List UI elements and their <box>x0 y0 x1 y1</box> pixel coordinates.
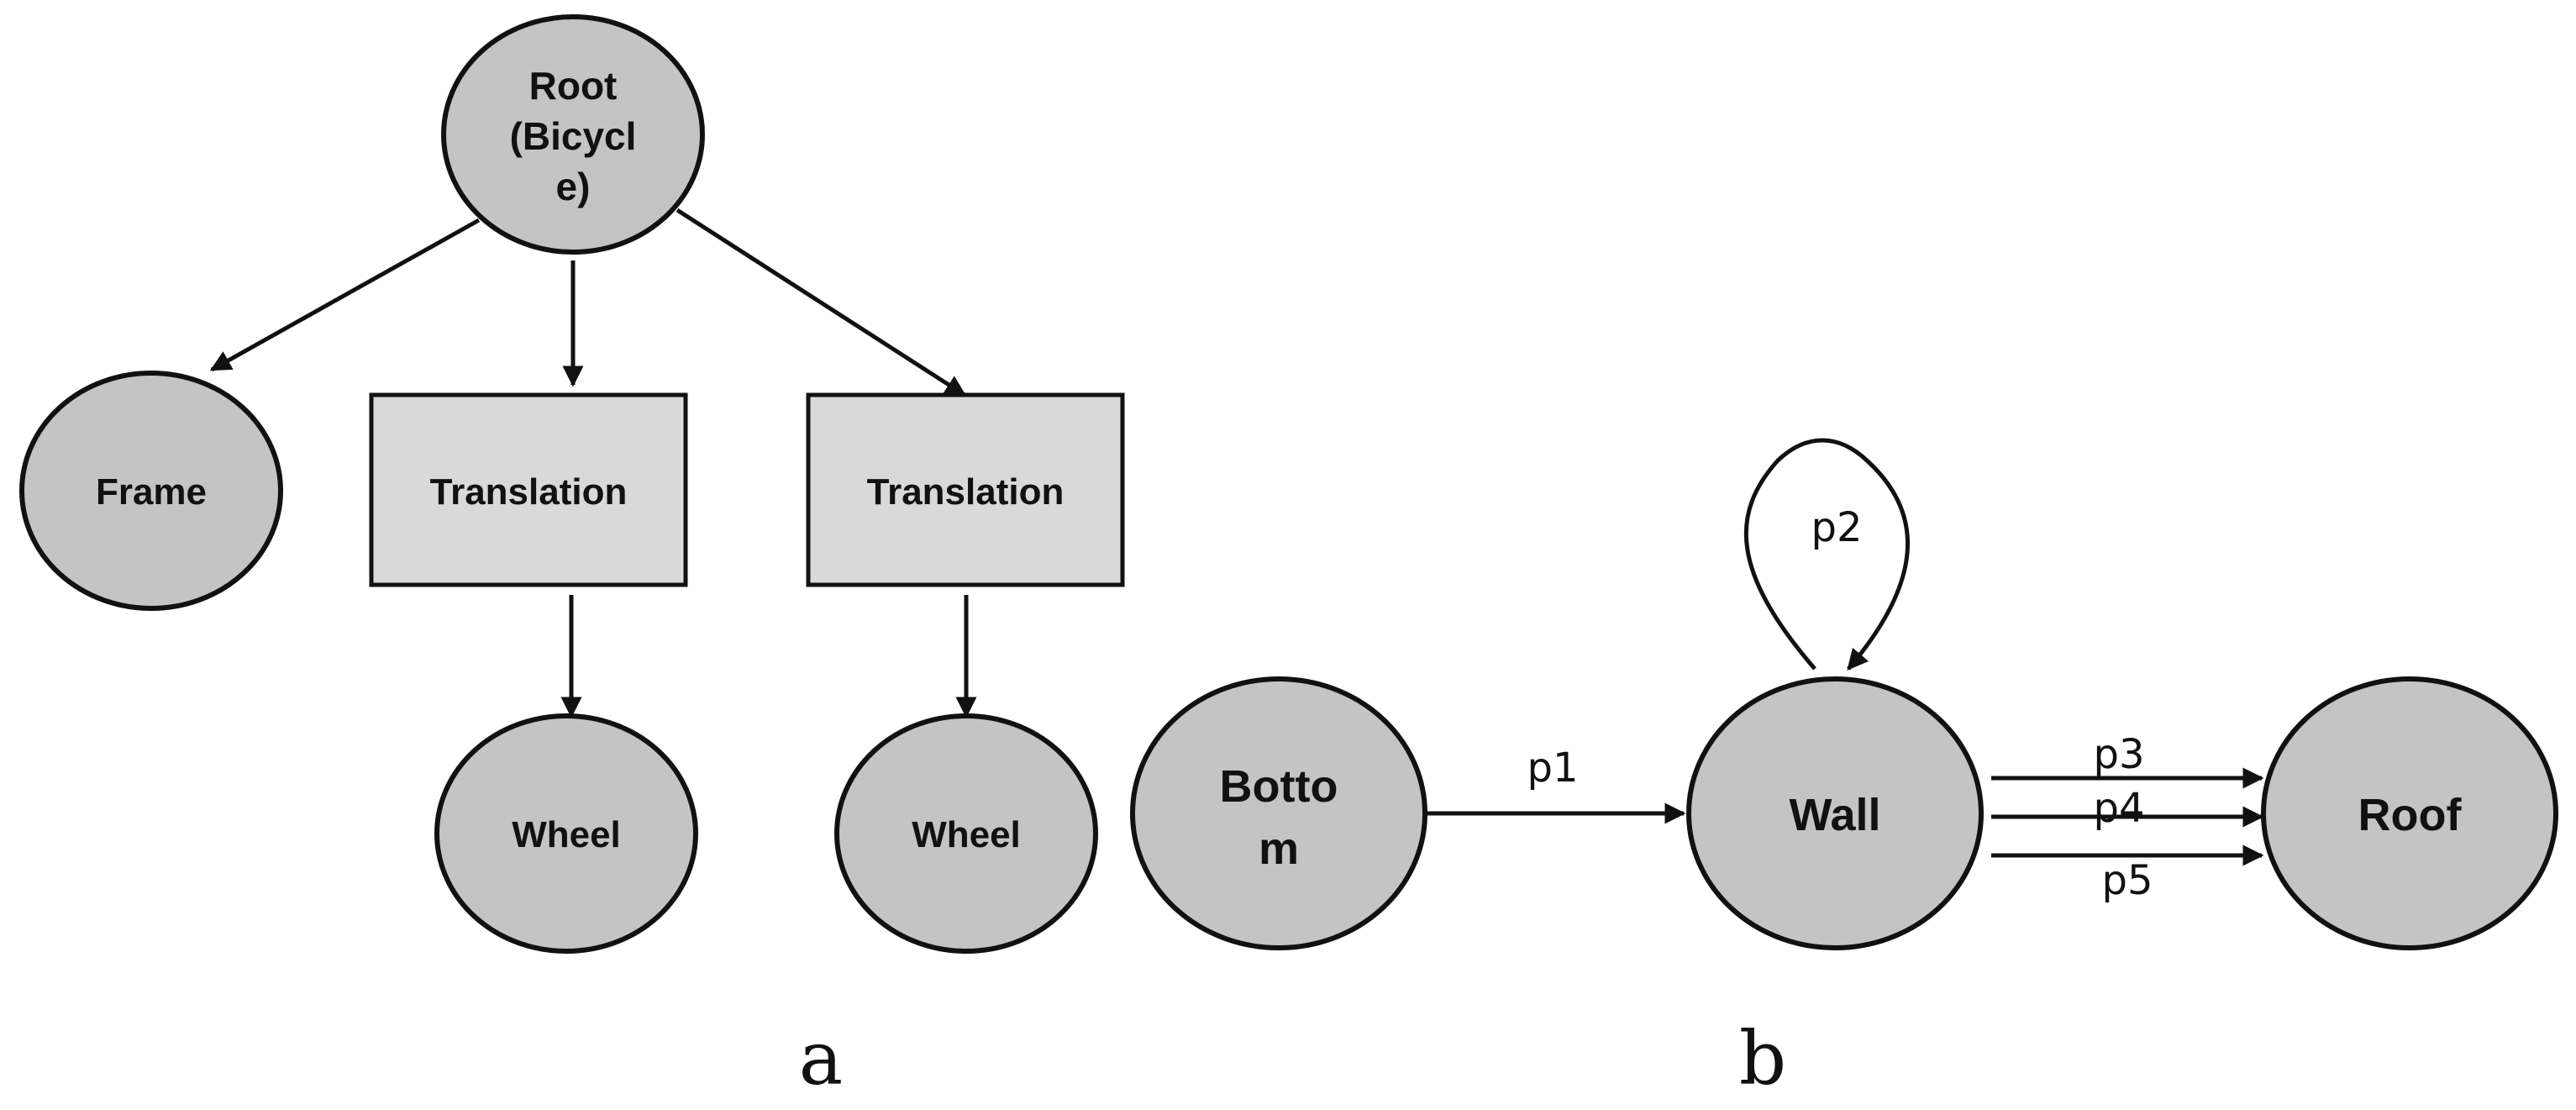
edge-root-translation-right <box>676 208 967 397</box>
edge-p5-label: p5 <box>2101 857 2153 904</box>
wall-node: Wall <box>1686 676 1984 950</box>
translation-left-label: Translation <box>430 471 628 513</box>
wheel-node-right: Wheel <box>834 713 1098 954</box>
roof-label: Roof <box>2358 790 2463 840</box>
root-label-line3: e) <box>556 165 591 208</box>
frame-node: Frame <box>19 371 283 611</box>
root-label-line2: (Bicycl <box>510 114 637 158</box>
wheel-left-label: Wheel <box>512 814 621 855</box>
edge-p2-self-loop <box>1743 438 1910 671</box>
roof-node: Roof <box>2261 676 2558 950</box>
wheel-node-left: Wheel <box>434 713 698 954</box>
panel-a: Root (Bicycl e) Frame Translation Transl… <box>19 14 1125 1102</box>
frame-label: Frame <box>96 471 207 513</box>
edge-root-frame <box>209 218 481 372</box>
wall-label: Wall <box>1789 790 1880 840</box>
panel-b: p1 p2 p3 p4 p5 Botto m Wall Roof b <box>1130 438 2558 1102</box>
panel-a-label: a <box>799 1015 843 1102</box>
edge-p4-label: p4 <box>2093 785 2144 832</box>
edge-p3-label: p3 <box>2093 731 2144 778</box>
edge-p1-label: p1 <box>1527 744 1578 792</box>
root-label-line1: Root <box>529 64 618 108</box>
translation-box-left: Translation <box>369 392 688 587</box>
translation-box-right: Translation <box>806 392 1125 587</box>
bottom-node: Botto m <box>1130 676 1427 950</box>
translation-right-label: Translation <box>867 471 1065 513</box>
bottom-label-line2: m <box>1259 823 1299 874</box>
edge-p2-label: p2 <box>1811 504 1862 551</box>
wheel-right-label: Wheel <box>912 814 1021 855</box>
root-node: Root (Bicycl e) <box>441 14 705 255</box>
bottom-label-line1: Botto <box>1220 761 1338 812</box>
panel-b-label: b <box>1739 1015 1786 1102</box>
